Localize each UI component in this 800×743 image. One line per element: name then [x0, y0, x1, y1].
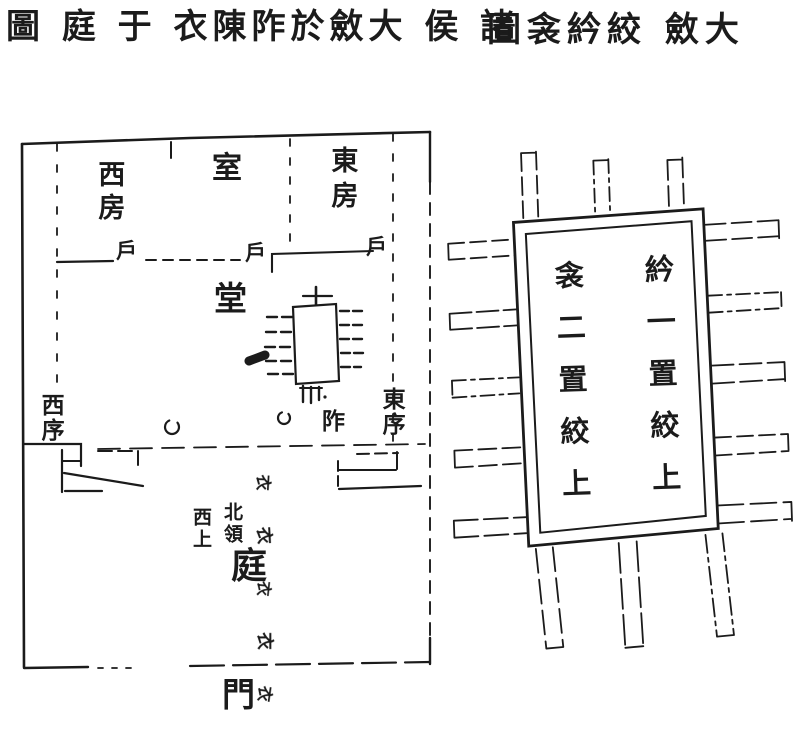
label-east-xu: 東序 [378, 387, 406, 437]
label-east-room: 東房 [326, 146, 358, 216]
plan-linework [20, 130, 793, 670]
label-zuo-steps: 阼 [322, 408, 345, 435]
label-door-east: 戶 [366, 234, 387, 259]
circle-marks [163, 410, 292, 436]
outer-walls [20, 130, 432, 670]
garment-glyph: 衣 [254, 632, 276, 651]
title-left-plan: 圖 庭 于 衣陳阼於斂大 侯 諸 [6, 7, 520, 47]
label-gate: 門 [222, 675, 255, 714]
label-chamber: 室 [212, 151, 242, 186]
woodblock-page: 圖 庭 于 衣陳阼於斂大 侯 諸 圖衾紟絞 斂大 西房 室 東房 戶 戶 戶 堂… [6, 7, 793, 714]
label-door-west: 戶 [116, 238, 137, 263]
note-collars-north: 北領 [220, 502, 243, 546]
mat-diagram-linework [447, 150, 793, 650]
east-steps [337, 451, 423, 491]
west-steps [22, 442, 145, 494]
note-west-honored: 西上 [189, 507, 212, 551]
bier-drawing [263, 285, 366, 405]
brush-dash-mark [244, 350, 270, 366]
hall-front-edge [97, 443, 426, 450]
garment-glyph: 衣 [253, 473, 274, 491]
label-west-room: 西房 [93, 160, 125, 226]
label-courtyard: 庭 [231, 545, 268, 587]
label-hall: 堂 [214, 279, 247, 318]
label-west-xu: 西序 [37, 393, 65, 443]
title-mat-diagram: 圖衾紟絞 斂大 [487, 10, 745, 50]
room-partitions [56, 133, 394, 447]
door-wall [55, 249, 375, 274]
label-door-center: 戶 [245, 240, 266, 265]
